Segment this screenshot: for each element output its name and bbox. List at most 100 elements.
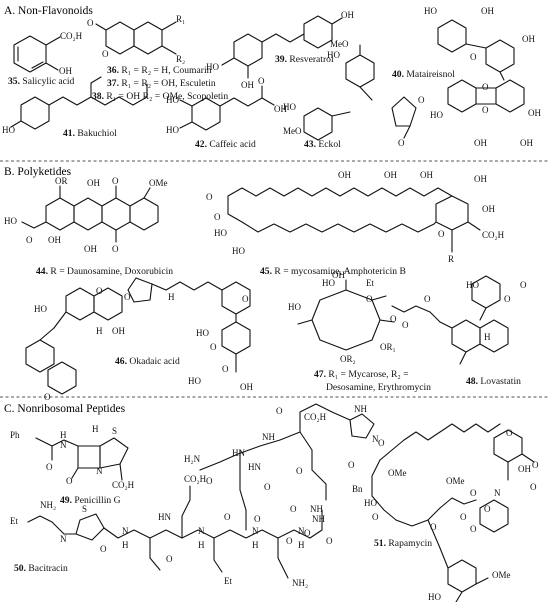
atom-ho: HO xyxy=(214,228,227,238)
atom-n-3: N xyxy=(198,526,205,536)
atom-oh-3: OH xyxy=(528,108,541,118)
atom-ho: HO xyxy=(322,278,335,288)
atom-or: OR xyxy=(55,176,68,186)
atom-o: O xyxy=(100,544,107,554)
atom-o-2: O xyxy=(398,138,405,148)
atom-nh-4: NH xyxy=(312,514,325,524)
atom-o: O xyxy=(418,95,425,105)
atom-ho: HO xyxy=(4,216,17,226)
atom-oh-4: OH xyxy=(474,138,487,148)
atom-o-5: O xyxy=(286,536,293,546)
atom-h-4: H xyxy=(298,540,305,550)
atom-o: O xyxy=(96,286,103,296)
atom-o: O xyxy=(366,294,373,304)
atom-o-8: O xyxy=(470,488,477,498)
structure-eckol: MeO HO HO MeO O O xyxy=(283,39,425,148)
atom-o-11: O xyxy=(290,504,297,514)
atom-meo: MeO xyxy=(330,39,349,49)
atom-n-2: N xyxy=(122,526,129,536)
atom-oh-2: OH xyxy=(522,34,535,44)
atom-ho-2: HO xyxy=(428,592,441,602)
atom-o-2: O xyxy=(124,292,131,302)
atom-o: O xyxy=(504,294,511,304)
atom-o: O xyxy=(112,176,119,186)
section-heading-a: A. Non-Flavonoids xyxy=(4,5,93,17)
label-47b: Desosamine, Erythromycin xyxy=(326,382,431,393)
atom-ho: HO xyxy=(206,62,219,72)
structure-salicylic-acid: CO₂H OH xyxy=(13,31,83,76)
atom-oh-3: OH xyxy=(48,235,61,245)
section-heading-b: B. Polyketides xyxy=(4,166,72,178)
atom-ho: HO xyxy=(34,304,47,314)
atom-or2: OR₂ xyxy=(340,354,356,364)
atom-o-11: O xyxy=(484,504,491,514)
atom-o-2: O xyxy=(482,82,489,92)
atom-co2h: CO₂H xyxy=(60,31,83,41)
atom-et: Et xyxy=(366,278,374,288)
label-46: 46. Okadaic acid xyxy=(115,356,180,367)
atom-o-9: O xyxy=(460,512,467,522)
atom-et-2: Et xyxy=(224,576,232,586)
atom-n: N xyxy=(60,440,67,450)
atom-o-2: O xyxy=(532,460,539,470)
atom-o-2: O xyxy=(112,244,119,254)
atom-nh-2: NH xyxy=(354,404,367,414)
label-38: 38. R₁ = OH R₂ = OMe, Scopoletin xyxy=(92,91,228,102)
section-heading-c: C. Nonribosomal Peptides xyxy=(4,403,126,415)
label-43: 43. Eckol xyxy=(304,139,341,150)
structure-bacitracin: Et NH₂ S N O H N HN O CO₂H H N O Et H N … xyxy=(10,403,379,588)
atom-oh-2: OH xyxy=(384,170,397,180)
atom-o-10: O xyxy=(296,466,303,476)
atom-et: Et xyxy=(10,516,18,526)
atom-o-3: O xyxy=(242,294,249,304)
label-40: 40. Mataireisnol xyxy=(392,69,455,80)
atom-o-2: O xyxy=(214,212,221,222)
atom-oh: OH xyxy=(87,178,100,188)
atom-co2h: CO₂H xyxy=(184,474,207,484)
atom-oh: OH xyxy=(241,80,254,90)
atom-n-2: N xyxy=(96,466,103,476)
atom-o-10: O xyxy=(470,524,477,534)
atom-r1: R₁ xyxy=(176,14,185,24)
structure-coumarin: O O R₁ R₂ xyxy=(87,14,185,64)
atom-n: N xyxy=(494,488,501,498)
label-36: 36. R₁ = R₂ = H, Coumarin xyxy=(107,65,212,76)
label-49: 49. Penicillin G xyxy=(60,495,121,506)
atom-co2h: CO₂H xyxy=(482,230,505,240)
label-39: 39. Resveratrol xyxy=(275,54,334,65)
atom-o-7: O xyxy=(206,476,213,486)
atom-h: H xyxy=(60,430,67,440)
structure-rapamycin: OMe O OH O O O O OMe HO O O O O N O O OM… xyxy=(348,423,539,602)
atom-ho-2: HO xyxy=(430,110,443,120)
atom-ho-2: HO xyxy=(283,102,296,112)
atom-h: H xyxy=(484,332,491,342)
label-35: 35. Salicylic acid xyxy=(8,76,75,87)
atom-oh: OH xyxy=(112,326,125,336)
atom-h-3: H xyxy=(252,540,259,550)
atom-oh: OH xyxy=(332,270,345,280)
atom-o-4: O xyxy=(254,514,261,524)
atom-ho-2: HO xyxy=(288,302,301,312)
atom-o-7: O xyxy=(430,522,437,532)
label-47a: 47. R₁ = Mycarose, R₂ = xyxy=(314,369,409,380)
atom-h-2: H xyxy=(198,540,205,550)
structure-lovastatin: HO O O O O H xyxy=(391,275,527,365)
atom-h: H xyxy=(122,540,129,550)
structure-okadaic-acid: HO O O H OH H O HO O O HO OH O xyxy=(25,277,253,402)
atom-oh: OH xyxy=(518,464,531,474)
atom-o-3: O xyxy=(530,482,537,492)
atom-ome-3: OMe xyxy=(492,570,511,580)
atom-o-3: O xyxy=(26,235,33,245)
atom-s: S xyxy=(112,426,117,436)
atom-n-5: N xyxy=(298,526,305,536)
atom-o-2: O xyxy=(66,476,73,486)
atom-o-8: O xyxy=(264,482,271,492)
structure-penicillin: Ph H N H S O N O CO₂H xyxy=(10,424,135,490)
atom-oh-5: OH xyxy=(482,204,495,214)
atom-oh: OH xyxy=(481,6,494,16)
atom-o: O xyxy=(506,428,513,438)
atom-o: O xyxy=(258,76,265,86)
structure-erythromycin: HO OH Et O O HO OR₁ OR₂ xyxy=(288,270,397,364)
atom-oh-2: OH xyxy=(84,244,97,254)
